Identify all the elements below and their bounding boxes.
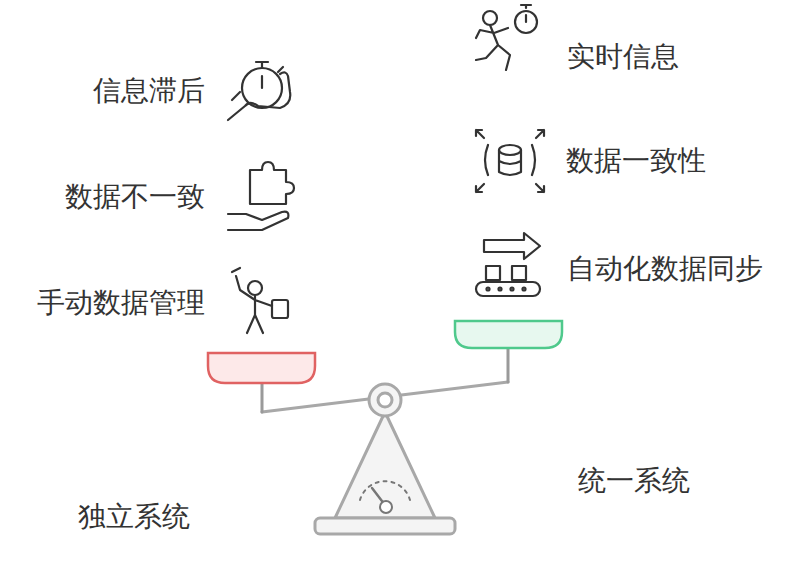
balance-label: 数据不一致 [65,180,205,214]
balance-label: 独立系统 [78,500,190,534]
balance-label: 数据一致性 [566,144,706,178]
balance-label: 自动化数据同步 [567,252,763,286]
balance-label: 手动数据管理 [37,286,205,320]
balance-label: 实时信息 [567,40,679,74]
balance-label: 信息滞后 [93,74,205,108]
balance-label: 统一系统 [578,464,690,498]
